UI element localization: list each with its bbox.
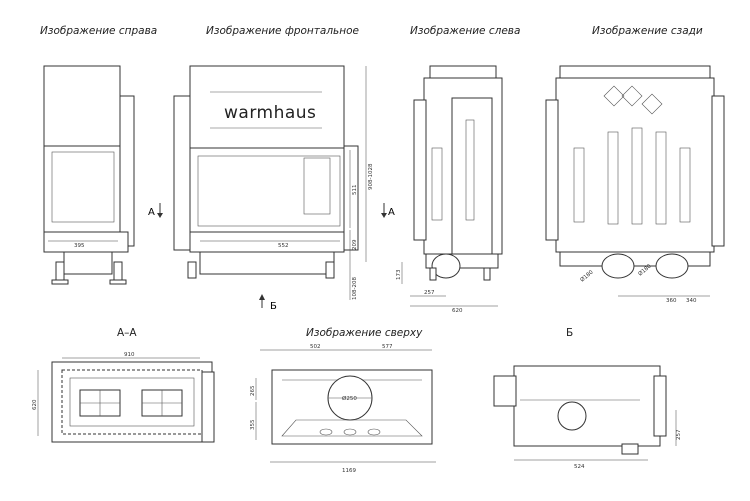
dim-back-a: 360 (666, 298, 677, 304)
top-view: Ø250 502 577 265 355 1169 (250, 344, 436, 474)
dim-bottom-b: 257 (676, 429, 682, 440)
dim-back-circle-left: Ø180 (579, 268, 595, 283)
title-section-view: А–А (117, 327, 137, 339)
section-marker-left: А (148, 207, 155, 218)
title-right-view: Изображение справа (40, 25, 158, 37)
dim-section-depth: 620 (32, 399, 38, 410)
dim-front-width: 552 (278, 243, 289, 249)
title-front-view: Изображение фронтальное (206, 25, 359, 37)
back-view: Ø180 Ø180 360 340 (545, 65, 725, 304)
dim-top-d: 355 (250, 419, 256, 430)
dim-left-b: 620 (452, 308, 463, 314)
dim-back-b: 340 (686, 298, 697, 304)
dim-top-b: 577 (382, 344, 393, 350)
dim-front-total: 908-1028 (368, 163, 374, 190)
dim-front-legs: 108-208 (352, 277, 358, 300)
dim-bottom-a: 524 (574, 464, 585, 470)
title-left-view: Изображение слева (410, 25, 521, 37)
title-bottom-view: Б (566, 327, 574, 339)
marker-b: Б (270, 301, 277, 312)
dim-front-h2: 209 (352, 239, 358, 250)
section-view: 910 620 (32, 352, 215, 443)
dim-front-h1: 511 (352, 185, 358, 196)
bottom-view: 524 257 (493, 365, 682, 470)
dim-right-width: 395 (74, 243, 85, 249)
dim-top-circle: Ø250 (342, 395, 357, 402)
right-view: 395 (43, 65, 135, 285)
dim-top-c: 265 (250, 385, 256, 396)
dim-section-width: 910 (124, 352, 135, 358)
dim-left-a: 257 (424, 290, 435, 296)
dim-top-a: 502 (310, 344, 321, 350)
brand-logo: warmhaus (224, 103, 316, 123)
title-back-view: Изображение сзади (592, 25, 703, 37)
dim-left-c: 173 (396, 269, 402, 280)
section-marker-right: А (388, 207, 395, 218)
left-view: 257 620 173 (396, 65, 503, 314)
front-view: warmhaus 552 511 209 908-1028 108-208 Б (173, 65, 374, 312)
title-top-view: Изображение сверху (306, 327, 423, 339)
dim-top-total: 1169 (342, 468, 356, 474)
